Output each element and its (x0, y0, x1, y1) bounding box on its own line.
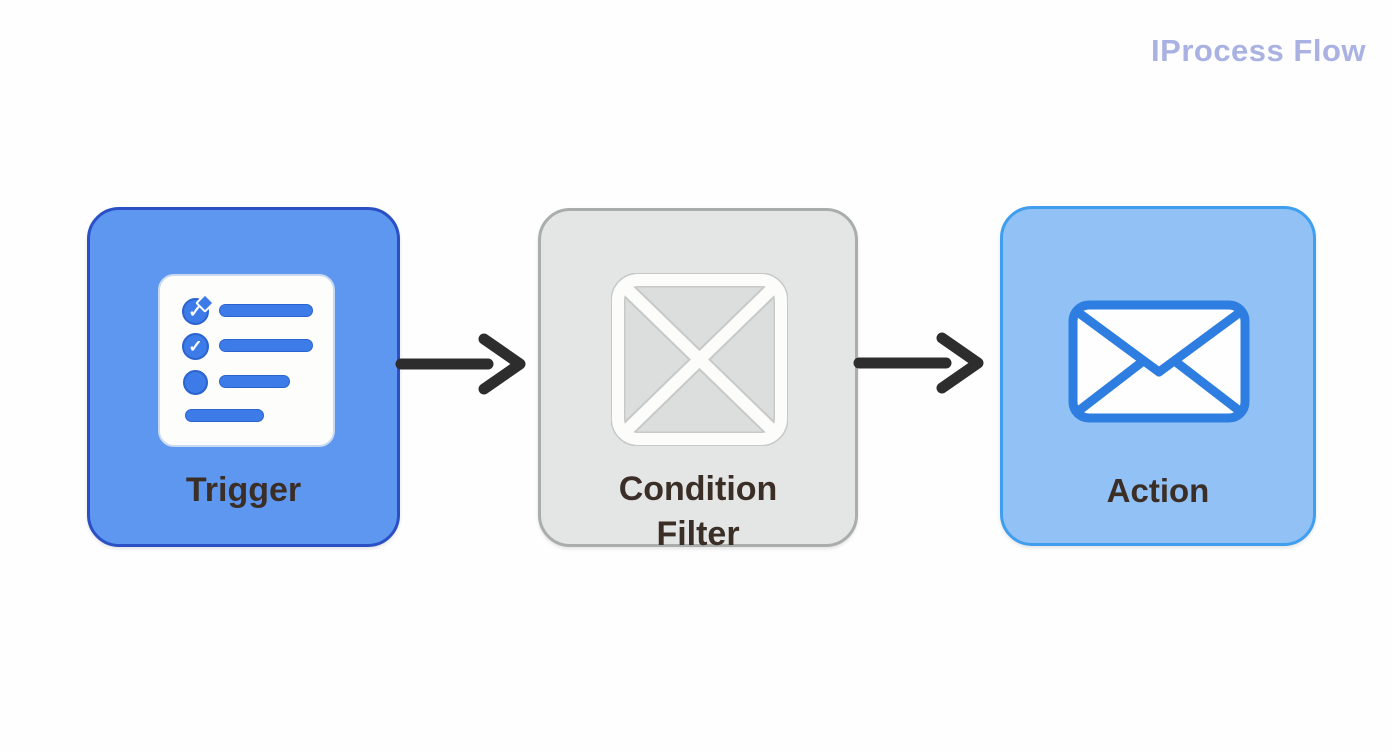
task-line (219, 304, 313, 317)
checklist-icon: ✓ ✓ (158, 274, 335, 447)
flow-node-condition-filter: Condition Filter (538, 208, 858, 553)
node-label-condition-filter: Condition Filter (618, 470, 778, 553)
checked-task-icon: ✓ (182, 333, 209, 360)
task-line (219, 375, 290, 388)
task-line (185, 409, 264, 422)
node-label-trigger: Trigger (185, 471, 302, 509)
flow-node-trigger: ✓ ✓ Trigger (87, 207, 400, 547)
bullet-dot-icon (183, 370, 208, 395)
checked-task-icon: ✓ (182, 293, 215, 325)
task-line (219, 339, 313, 352)
connector-arrow-condition-to-action (853, 332, 984, 394)
pencil-tip-icon (195, 293, 215, 313)
x-square-icon (611, 273, 788, 446)
flow-node-action: Action (1000, 206, 1316, 546)
page-title: IProcess Flow (1151, 33, 1366, 68)
connector-arrow-trigger-to-condition (395, 333, 526, 395)
envelope-icon (1068, 300, 1250, 423)
node-label-action: Action (1106, 472, 1210, 509)
